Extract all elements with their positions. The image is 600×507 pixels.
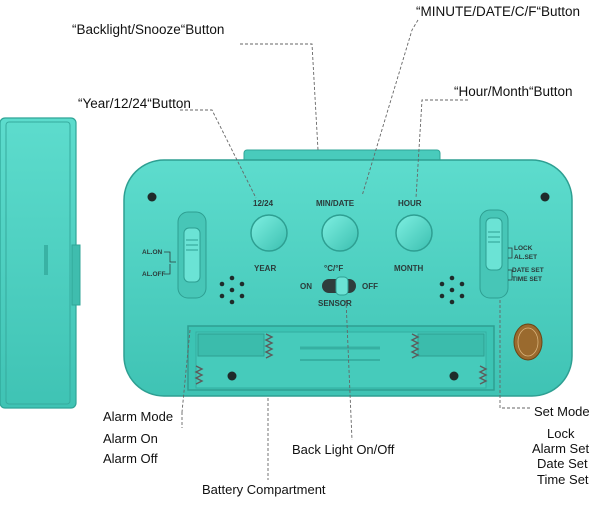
- backlight-sensor-switch[interactable]: [322, 276, 356, 296]
- cf-label: °C/°F: [324, 264, 343, 273]
- year-label: YEAR: [254, 264, 276, 273]
- screw-hole-top-left: [147, 192, 157, 202]
- button-min-date-label: MIN/DATE: [316, 199, 355, 208]
- callout-backlight-snooze: “Backlight/Snooze“Button: [72, 22, 225, 37]
- battery-springs: [194, 333, 488, 385]
- on-label: ON: [300, 282, 312, 291]
- battery-compartment: [187, 325, 495, 391]
- callout-year-12-24: “Year/12/24“Button: [78, 96, 191, 111]
- button-12-24-label: 12/24: [253, 199, 274, 208]
- callout-lock: Lock: [547, 426, 575, 441]
- sensor-label: SENSOR: [318, 299, 352, 308]
- callout-back-light: Back Light On/Off: [292, 442, 395, 457]
- callout-set-mode: Set Mode: [534, 404, 590, 419]
- al-off-label: AL.OFF: [142, 271, 165, 278]
- speaker-right: [439, 275, 465, 305]
- callout-alarm-off: Alarm Off: [103, 451, 158, 466]
- set-mode-switch[interactable]: [479, 209, 509, 299]
- hour-month-button[interactable]: [395, 214, 433, 252]
- callout-alarm-on: Alarm On: [103, 431, 158, 446]
- off-label: OFF: [362, 282, 378, 291]
- minute-date-cf-button[interactable]: [321, 214, 359, 252]
- al-set-label: AL.SET: [514, 254, 537, 261]
- screw-hole-bottom-right: [449, 371, 459, 381]
- month-label: MONTH: [394, 264, 424, 273]
- sticker-seal: [513, 323, 543, 361]
- leader-lines: [180, 19, 530, 480]
- callout-battery: Battery Compartment: [202, 482, 326, 497]
- button-hour-label: HOUR: [398, 199, 422, 208]
- screw-hole-bottom-left: [227, 371, 237, 381]
- screw-hole-top-right: [540, 192, 550, 202]
- lock-label: LOCK: [514, 245, 533, 252]
- callout-date-set: Date Set: [537, 456, 588, 471]
- year-12-24-button[interactable]: [250, 214, 288, 252]
- callout-alarm-mode: Alarm Mode: [103, 409, 174, 424]
- callout-alarm-set: Alarm Set: [532, 441, 590, 456]
- callout-time-set: Time Set: [537, 472, 589, 487]
- date-set-label: DATE SET: [512, 267, 544, 274]
- al-on-label: AL.ON: [142, 249, 163, 256]
- speaker-left: [219, 275, 245, 305]
- callout-minute-date-cf: “MINUTE/DATE/C/F“Button: [416, 4, 581, 19]
- side-cover: [0, 117, 81, 409]
- callout-hour-month: “Hour/Month“Button: [454, 84, 573, 99]
- alarm-mode-switch[interactable]: [177, 211, 207, 299]
- time-set-label: TIME SET: [512, 276, 542, 283]
